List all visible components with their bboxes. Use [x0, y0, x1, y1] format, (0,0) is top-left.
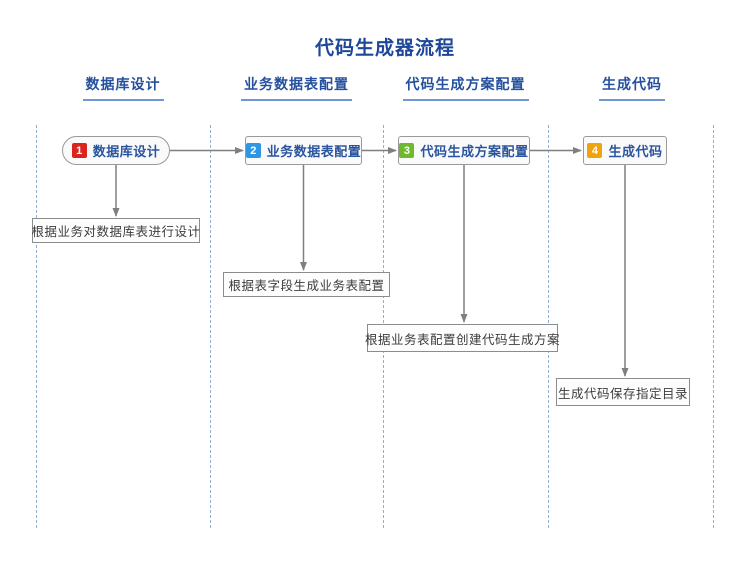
note-box-scheme-config: 根据业务表配置创建代码生成方案: [365, 324, 561, 352]
lane-separator: [210, 125, 211, 528]
step-number-badge: 1: [71, 143, 87, 158]
flow-node-generate-code: 4 生成代码: [583, 136, 667, 165]
step-number-badge: 2: [245, 143, 261, 158]
flow-node-label: 代码生成方案配置: [420, 144, 529, 159]
flow-node-label: 数据库设计: [92, 144, 161, 159]
note-box-generate-code: 生成代码保存指定目录: [556, 378, 690, 406]
step-number-badge: 3: [399, 143, 415, 158]
page-title: 代码生成器流程: [314, 38, 455, 59]
note-text: 根据表字段生成业务表配置: [228, 279, 385, 293]
flow-node-label: 业务数据表配置: [266, 144, 362, 159]
step-number-badge: 4: [587, 143, 603, 158]
lane-header-label: 生成代码: [599, 74, 665, 101]
lane-header-label: 业务数据表配置: [241, 74, 352, 101]
note-text: 根据业务对数据库表进行设计: [31, 225, 201, 239]
note-box-database-design: 根据业务对数据库表进行设计: [32, 218, 200, 243]
lane-header-generate-code: 生成代码: [548, 74, 716, 101]
note-text: 生成代码保存指定目录: [557, 386, 688, 401]
lane-header-database-design: 数据库设计: [36, 74, 210, 101]
lane-header-scheme-config: 代码生成方案配置: [383, 74, 548, 101]
flow-node-database-design: 1 数据库设计: [62, 136, 170, 165]
flow-node-label: 生成代码: [608, 144, 663, 159]
lane-separator: [36, 125, 37, 528]
note-box-table-config: 根据表字段生成业务表配置: [223, 272, 390, 297]
flow-node-table-config: 2 业务数据表配置: [245, 136, 362, 165]
note-text: 根据业务表配置创建代码生成方案: [365, 332, 561, 347]
lane-header-label: 数据库设计: [82, 74, 164, 101]
lane-header-table-config: 业务数据表配置: [210, 74, 383, 101]
flow-node-scheme-config: 3 代码生成方案配置: [398, 136, 530, 165]
lane-separator: [713, 125, 714, 528]
lane-header-label: 代码生成方案配置: [402, 74, 529, 101]
